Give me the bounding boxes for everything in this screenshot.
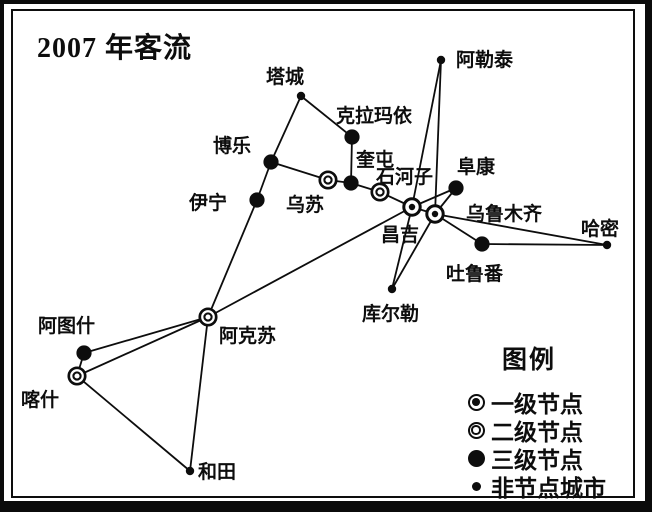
city-label-shihezi: 石河子: [375, 166, 433, 188]
edge-tacheng-kelamayi: [300, 95, 353, 138]
level1-node-icon: [467, 393, 485, 411]
city-label-changji: 昌吉: [381, 223, 419, 246]
city-label-aletai: 阿勒泰: [456, 48, 514, 71]
city-node-changji-core: [408, 203, 416, 211]
city-label-atushi: 阿图什: [38, 314, 95, 337]
legend-icon-cell: [464, 481, 488, 491]
edge-bole-wusu: [270, 161, 329, 181]
nodes-layer: [67, 55, 612, 476]
diagram-title: 2007 年客流: [37, 33, 193, 64]
edge-wulumuqi-hami: [434, 213, 608, 246]
map-paper: [4, 4, 645, 501]
legend-icon-cell: [464, 421, 488, 439]
edge-aletai-changji: [411, 59, 442, 208]
city-node-kashi-core: [72, 371, 82, 381]
city-label-tacheng: 塔城: [266, 65, 304, 88]
city-node-aletai: [436, 55, 446, 65]
edge-yining-akesu: [207, 199, 258, 318]
edge-akesu-kashi: [76, 316, 209, 377]
city-node-kuerle: [387, 284, 397, 294]
city-node-yining: [249, 192, 265, 208]
city-label-hetian: 和田: [198, 460, 236, 483]
city-node-hami: [602, 240, 612, 250]
city-node-bole: [263, 154, 279, 170]
legend-title: 图例: [502, 347, 557, 374]
city-node-hetian: [185, 466, 195, 476]
city-label-tulufan: 吐鲁番: [446, 262, 504, 285]
level3-node-icon: [467, 449, 485, 467]
edge-akesu-atushi: [83, 316, 209, 354]
legend-item-label: 三级节点: [491, 448, 583, 473]
city-node-shihezi-core: [375, 187, 385, 197]
legend-item-label: 一级节点: [491, 392, 583, 417]
map-inner-border: [11, 9, 635, 498]
city-label-kelamayi: 克拉玛依: [336, 104, 413, 127]
city-label-akesu: 阿克苏: [219, 324, 276, 347]
city-node-kuitun: [343, 175, 359, 191]
edge-tacheng-bole: [270, 95, 302, 163]
edge-kelamayi-kuitun: [350, 136, 353, 184]
city-label-fukang: 阜康: [457, 155, 496, 178]
legend-item-label: 二级节点: [491, 420, 583, 445]
legend-item-level1: 一级节点: [464, 388, 648, 417]
edge-changji-akesu: [207, 206, 413, 318]
city-node-tacheng: [296, 91, 306, 101]
legend: 图例 一级节点 二级节点 三级节点 非节点城市: [464, 340, 648, 501]
city-node-wulumuqi-core: [431, 210, 439, 218]
city-label-kuitun: 奎屯: [355, 148, 394, 171]
city-node-fukang: [448, 180, 464, 196]
city-label-wusu: 乌苏: [286, 193, 324, 216]
non-node-city-icon: [471, 481, 481, 491]
city-node-wusu-core: [323, 175, 333, 185]
legend-item-label: 非节点城市: [491, 476, 606, 501]
edge-wulumuqi-kuerle: [391, 213, 436, 290]
city-label-hami: 哈密: [581, 217, 619, 240]
city-node-akesu-core: [203, 312, 213, 322]
city-label-kashi: 喀什: [21, 388, 59, 411]
level2-node-icon: [467, 421, 485, 439]
edge-tulufan-hami: [481, 243, 608, 246]
legend-item-level3: 三级节点: [464, 444, 648, 473]
edge-akesu-hetian: [189, 316, 209, 472]
city-label-yining: 伊宁: [188, 191, 227, 214]
edge-changji-kuerle: [391, 206, 413, 290]
legend-item-nonnode: 非节点城市: [464, 472, 648, 501]
legend-item-level2: 二级节点: [464, 416, 648, 445]
edge-aletai-wulumuqi: [434, 59, 442, 215]
legend-icon-cell: [464, 393, 488, 411]
city-node-kelamayi: [344, 129, 360, 145]
city-node-atushi: [76, 345, 92, 361]
edge-kashi-hetian: [76, 375, 191, 472]
city-label-bole: 博乐: [213, 134, 251, 157]
city-label-kuerle: 库尔勒: [362, 302, 419, 325]
city-label-wulumuqi: 乌鲁木齐: [466, 202, 543, 225]
legend-icon-cell: [464, 449, 488, 467]
city-node-tulufan: [474, 236, 490, 252]
